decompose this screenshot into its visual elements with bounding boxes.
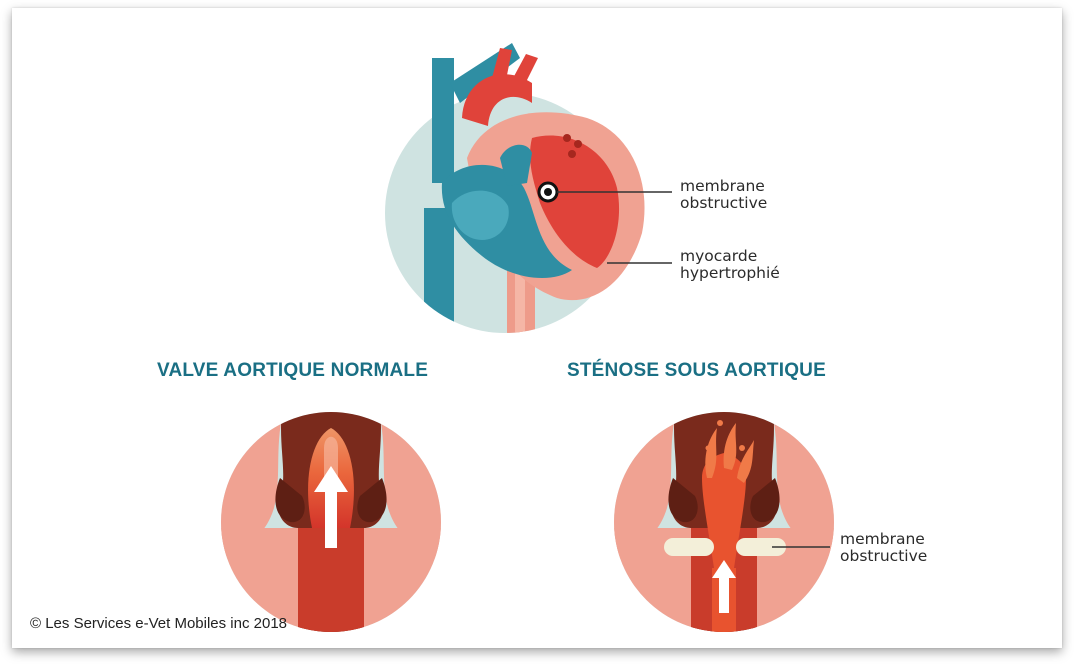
stenosis-label-line1: membrane (840, 531, 927, 548)
stenosis-membrane-label: membrane obstructive (840, 531, 927, 565)
normal-valve-title: VALVE AORTIQUE NORMALE (157, 360, 428, 382)
heart-diagram (385, 43, 672, 358)
myocarde-label-line2: hypertrophié (680, 265, 780, 282)
normal-valve-diagram (212, 408, 452, 638)
figure-card: membrane obstructive myocarde hypertroph… (12, 8, 1062, 648)
stenosis-membrane-left (664, 538, 714, 556)
copyright-notice: © Les Services e-Vet Mobiles inc 2018 (30, 615, 287, 632)
membrane-label-line2: obstructive (680, 195, 767, 212)
myocarde-label-line1: myocarde (680, 248, 780, 265)
myocarde-label: myocarde hypertrophié (680, 248, 780, 282)
stenosis-diagram (605, 408, 845, 638)
stenosis-label-line2: obstructive (840, 548, 927, 565)
membrane-label: membrane obstructive (680, 178, 767, 212)
stenosis-title: STÉNOSE SOUS AORTIQUE (567, 360, 826, 382)
membrane-label-line1: membrane (680, 178, 767, 195)
vena-cava (432, 58, 454, 183)
